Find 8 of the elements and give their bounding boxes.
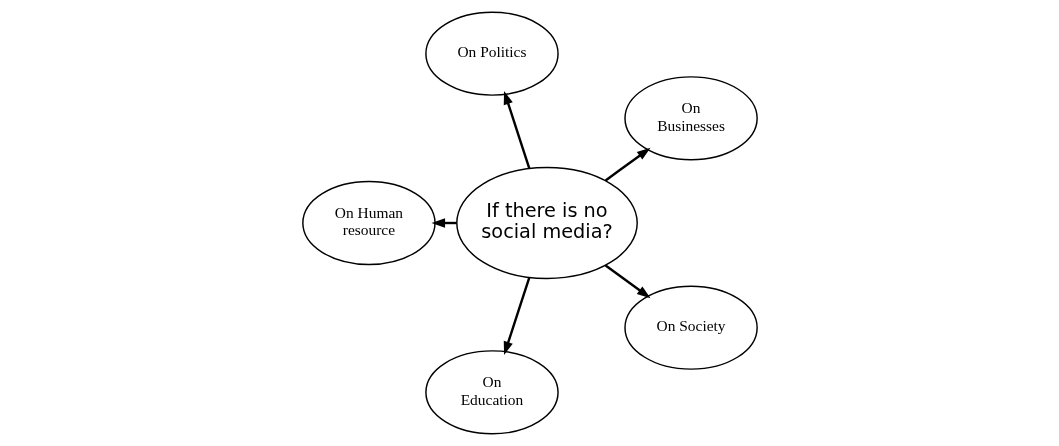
node-ellipse: On Education [424,350,559,435]
node-ellipse: On Human resource [301,180,436,266]
arrow [604,147,650,182]
arrow [503,277,530,356]
arrow [604,264,650,299]
node-ellipse: If there is no social media? [455,166,638,280]
node-ellipse: On Politics [424,11,559,96]
arrow [503,90,530,169]
